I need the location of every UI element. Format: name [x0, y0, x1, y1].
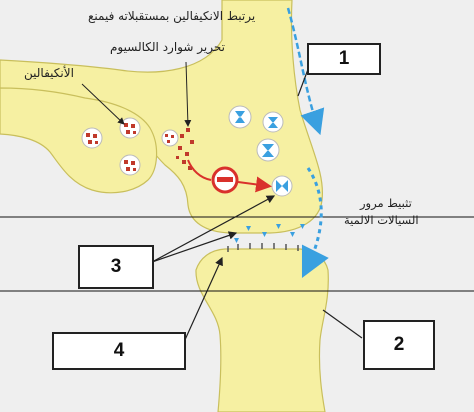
enkephalin-vesicle-fusing: [162, 130, 178, 146]
answer-box-2[interactable]: 2: [363, 320, 435, 370]
enkephalin-vesicle: [82, 128, 102, 148]
neurotransmitter-vesicle: [257, 139, 279, 161]
calcium-channel-icon: [272, 176, 292, 196]
answer-box-4[interactable]: 4: [52, 332, 186, 370]
enkephalin-label: الأنكيفالين: [24, 66, 74, 81]
answer-box-1[interactable]: 1: [307, 43, 381, 75]
neurotransmitter-vesicle: [263, 112, 283, 132]
receptor-binding-label-line1: يرتبط الانكيفالين بمستقبلاته فيمنع: [88, 9, 255, 24]
channels-label-line2: السيالات الالمية: [344, 213, 419, 228]
channels-label-line1: تثبيط مرور: [360, 196, 412, 211]
minus-circle-icon: [213, 168, 237, 192]
receptor-binding-label-line2: تحرير شوارد الكالسيوم: [110, 40, 225, 55]
enkephalin-vesicle: [120, 155, 140, 175]
answer-box-3[interactable]: 3: [78, 245, 154, 289]
neurotransmitter-vesicle: [229, 106, 251, 128]
enkephalin-vesicle: [120, 118, 140, 138]
